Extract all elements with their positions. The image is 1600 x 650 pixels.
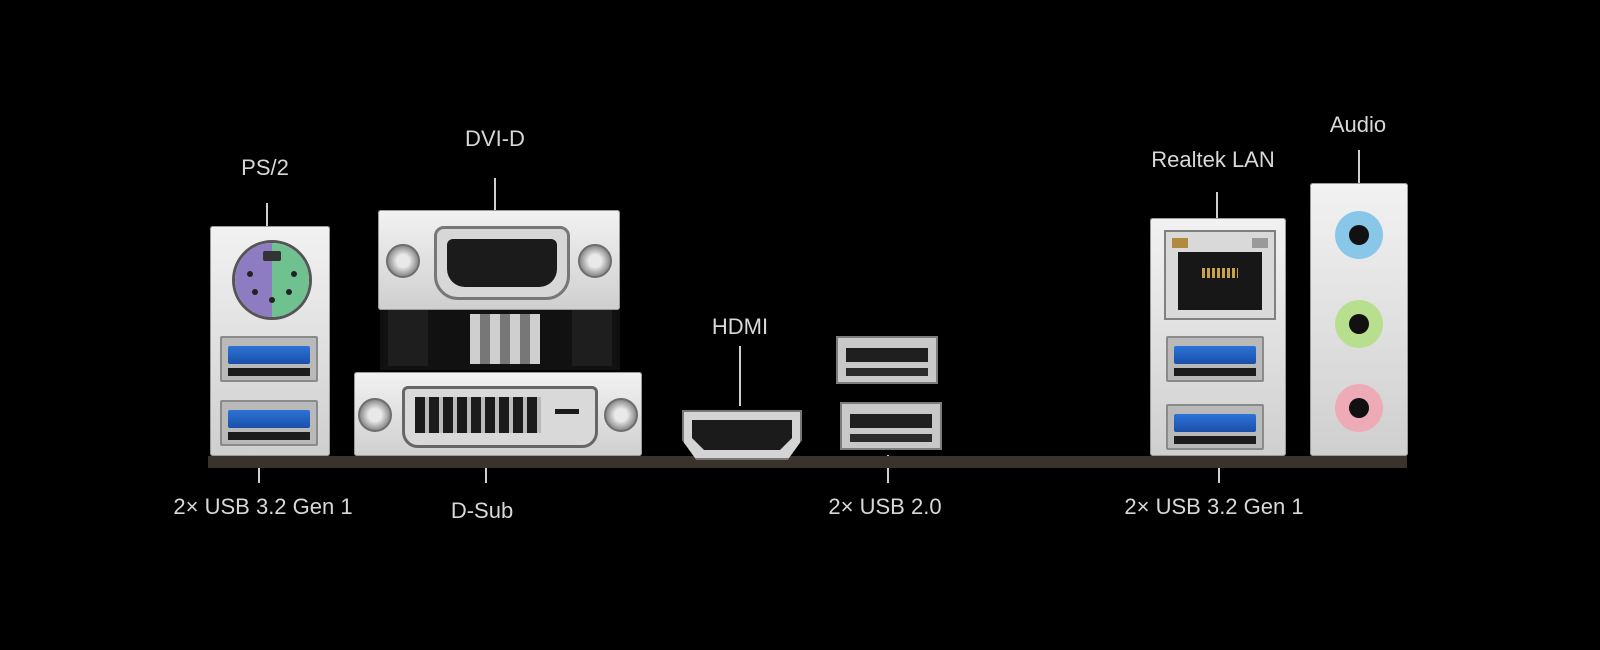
vga-body <box>380 310 620 370</box>
usb3-port-icon <box>1174 346 1256 364</box>
leader-hdmi <box>739 346 741 406</box>
usb2-port-top[interactable] <box>836 336 938 384</box>
usb3-port-right-1[interactable] <box>1166 336 1264 382</box>
ps2-port-icon[interactable] <box>232 240 312 320</box>
rj45-port-icon[interactable] <box>1164 230 1276 320</box>
lan-led-left <box>1172 238 1188 248</box>
label-usb32-right: 2× USB 3.2 Gen 1 <box>1124 494 1304 519</box>
usb2-port-icon <box>850 414 932 428</box>
vga-screw-right <box>578 244 612 278</box>
label-ps2: PS/2 <box>241 155 289 180</box>
usb3-port-left-1[interactable] <box>220 336 318 382</box>
vga-connector <box>434 226 570 300</box>
usb3-port-icon <box>228 410 310 428</box>
label-dvi-d: DVI-D <box>465 126 525 151</box>
leader-audio <box>1358 150 1360 183</box>
label-usb20: 2× USB 2.0 <box>828 494 942 519</box>
dvi-connector <box>402 386 598 448</box>
usb3-port-right-2[interactable] <box>1166 404 1264 450</box>
audio-jack-line-out[interactable] <box>1335 300 1383 348</box>
usb3-port-icon <box>1174 414 1256 432</box>
dvi-screw-left <box>358 398 392 432</box>
audio-jack-icon <box>1349 314 1369 334</box>
label-dsub: D-Sub <box>450 498 514 523</box>
dvi-port-icon[interactable] <box>354 372 642 456</box>
motherboard-edge <box>208 456 1407 468</box>
vga-port-icon[interactable] <box>378 210 620 310</box>
audio-jack-line-in[interactable] <box>1335 211 1383 259</box>
audio-jack-icon <box>1349 398 1369 418</box>
label-audio: Audio <box>1329 112 1387 137</box>
hdmi-port-icon[interactable] <box>682 410 802 460</box>
label-hdmi: HDMI <box>711 314 769 339</box>
usb3-port-icon <box>228 346 310 364</box>
leader-usb20 <box>887 455 889 483</box>
leader-usb32-left <box>258 455 260 483</box>
leader-dvi-d <box>494 178 496 212</box>
audio-jack-mic[interactable] <box>1335 384 1383 432</box>
label-realtek-lan: Realtek LAN <box>1151 147 1275 172</box>
usb2-port-icon <box>846 348 928 362</box>
leader-ps2 <box>266 203 268 226</box>
vga-screw-left <box>386 244 420 278</box>
leader-dsub <box>485 455 487 483</box>
usb2-port-bottom[interactable] <box>840 402 942 450</box>
audio-jack-icon <box>1349 225 1369 245</box>
label-usb32-left: 2× USB 3.2 Gen 1 <box>173 494 353 519</box>
usb3-port-left-2[interactable] <box>220 400 318 446</box>
dvi-screw-right <box>604 398 638 432</box>
lan-led-right <box>1252 238 1268 248</box>
leader-usb32-right <box>1218 455 1220 483</box>
leader-lan <box>1216 192 1218 218</box>
